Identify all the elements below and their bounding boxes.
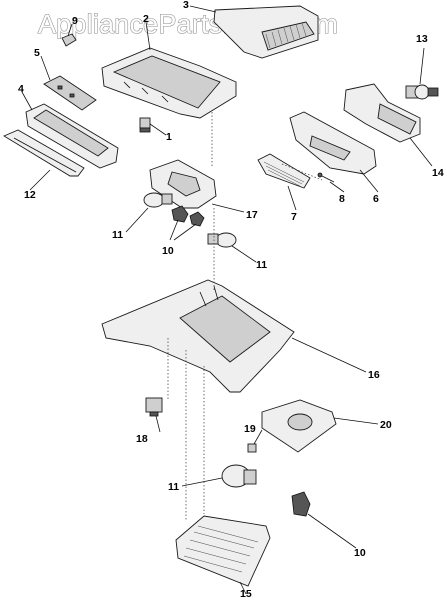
callout-8: 8 — [339, 193, 345, 205]
callout-18: 18 — [136, 433, 148, 445]
part-16-dispenser-housing[interactable] — [101, 279, 295, 393]
part-15-drip-tray[interactable] — [175, 515, 271, 587]
callout-5: 5 — [34, 47, 40, 59]
part-1-switch[interactable] — [139, 117, 151, 133]
callout-7: 7 — [291, 211, 297, 223]
callout-19: 19 — [244, 423, 256, 435]
part-20-lamp-cover[interactable] — [261, 399, 337, 453]
callout-11-lower: 11 — [168, 481, 179, 493]
assembly-lines — [167, 112, 323, 520]
callout-3: 3 — [183, 0, 189, 11]
part-10-socket-lower[interactable] — [291, 491, 311, 517]
callout-17: 17 — [246, 209, 258, 221]
part-8-screw[interactable] — [317, 172, 335, 183]
callout-12: 12 — [24, 189, 36, 201]
leader-lines — [21, 5, 433, 595]
part-2-control-housing[interactable] — [101, 47, 237, 119]
part-7-grille[interactable] — [257, 153, 311, 189]
part-5-circuit-board[interactable] — [43, 75, 97, 111]
callout-6: 6 — [373, 193, 379, 205]
callout-11-right: 11 — [256, 259, 267, 271]
callout-10-upper-a: 10 — [162, 245, 174, 257]
part-10-sockets-upper[interactable] — [171, 205, 205, 227]
callout-1: 1 — [166, 131, 172, 143]
part-13-actuator[interactable] — [405, 84, 439, 100]
part-11-bulb-left[interactable] — [143, 192, 173, 208]
callout-10-lower: 10 — [354, 547, 366, 559]
callout-11-left: 11 — [112, 229, 123, 241]
callout-13: 13 — [416, 33, 428, 45]
part-12-overlay-strip[interactable] — [3, 129, 85, 177]
callout-numbers: 1 2 3 4 5 6 7 8 9 10 10 11 11 11 12 13 1… — [18, 0, 444, 600]
part-6-front-bezel[interactable] — [289, 111, 377, 175]
part-9-clip[interactable] — [61, 33, 77, 47]
part-14-dispenser-chute[interactable] — [343, 83, 421, 143]
part-19-clip[interactable] — [247, 443, 257, 453]
part-18-switch[interactable] — [145, 397, 163, 417]
callout-16: 16 — [368, 369, 380, 381]
part-4-control-panel[interactable] — [25, 103, 119, 169]
callout-2: 2 — [143, 13, 149, 25]
callout-15: 15 — [240, 588, 252, 600]
part-11-bulb-lower[interactable] — [221, 464, 257, 488]
part-11-bulb-right[interactable] — [207, 232, 237, 248]
callout-20: 20 — [380, 419, 392, 431]
callout-4: 4 — [18, 83, 24, 95]
callout-9: 9 — [72, 15, 78, 27]
part-3-top-cover[interactable] — [213, 5, 319, 59]
callout-14: 14 — [432, 167, 444, 179]
